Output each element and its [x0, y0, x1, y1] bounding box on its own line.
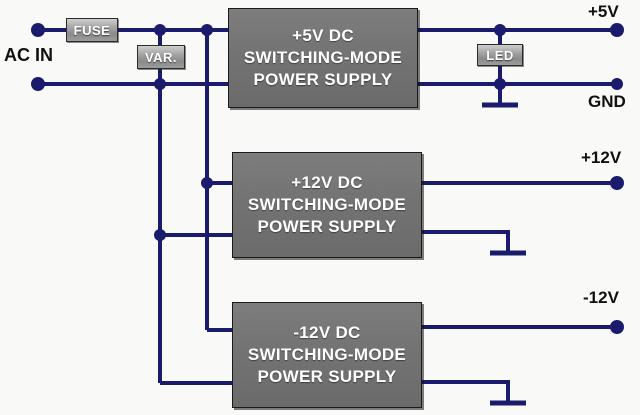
output-label-5v: +5V [588, 2, 619, 21]
terminal-out-12v [610, 176, 624, 190]
terminal-ac-neutral [31, 77, 45, 91]
junction-bus-line-12v [201, 177, 213, 189]
psu-neg12v-subtitle: SWITCHING-MODE [247, 345, 407, 365]
psu-5v-title: +5V DC [292, 26, 354, 46]
junction-dots [154, 24, 506, 241]
psu-neg12v-title: -12V DC [293, 323, 361, 343]
output-label-gnd: GND [588, 92, 626, 111]
terminal-dots [31, 23, 624, 334]
psu-5v-type: POWER SUPPLY [253, 69, 393, 89]
junction-fuse-out [154, 24, 166, 36]
junction-led-bottom [494, 78, 506, 90]
varistor-component[interactable]: VAR. [137, 45, 185, 69]
wire-psuneg12v-out-ground [422, 380, 510, 402]
psu-neg12v-type: POWER SUPPLY [257, 366, 397, 386]
fuse-component[interactable]: FUSE [66, 18, 118, 42]
ac-input-label: AC IN [4, 45, 53, 65]
junction-bus-neutral-12v [154, 229, 166, 241]
psu-5v-subtitle: SWITCHING-MODE [243, 48, 403, 68]
terminal-out-5v [610, 23, 624, 37]
junction-led-top [494, 24, 506, 36]
wire-psu12v-out-ground [422, 230, 510, 252]
psu-block-neg12v[interactable]: -12V DC SWITCHING-MODE POWER SUPPLY [232, 302, 422, 408]
terminal-out-gnd [611, 78, 623, 90]
psu-block-12v[interactable]: +12V DC SWITCHING-MODE POWER SUPPLY [232, 152, 422, 258]
led-component[interactable]: LED [477, 44, 523, 66]
psu-12v-subtitle: SWITCHING-MODE [247, 195, 407, 215]
output-label-neg12v: -12V [583, 288, 619, 307]
junction-varistor-bottom [154, 78, 166, 90]
junction-bus-line-top [201, 24, 213, 36]
psu-12v-title: +12V DC [291, 173, 363, 193]
output-label-12v: +12V [581, 148, 622, 167]
psu-12v-type: POWER SUPPLY [257, 216, 397, 236]
psu-block-5v[interactable]: +5V DC SWITCHING-MODE POWER SUPPLY [228, 8, 418, 108]
ground-symbols [482, 102, 526, 406]
terminal-out-neg12v [610, 320, 624, 334]
terminal-ac-line [31, 23, 45, 37]
